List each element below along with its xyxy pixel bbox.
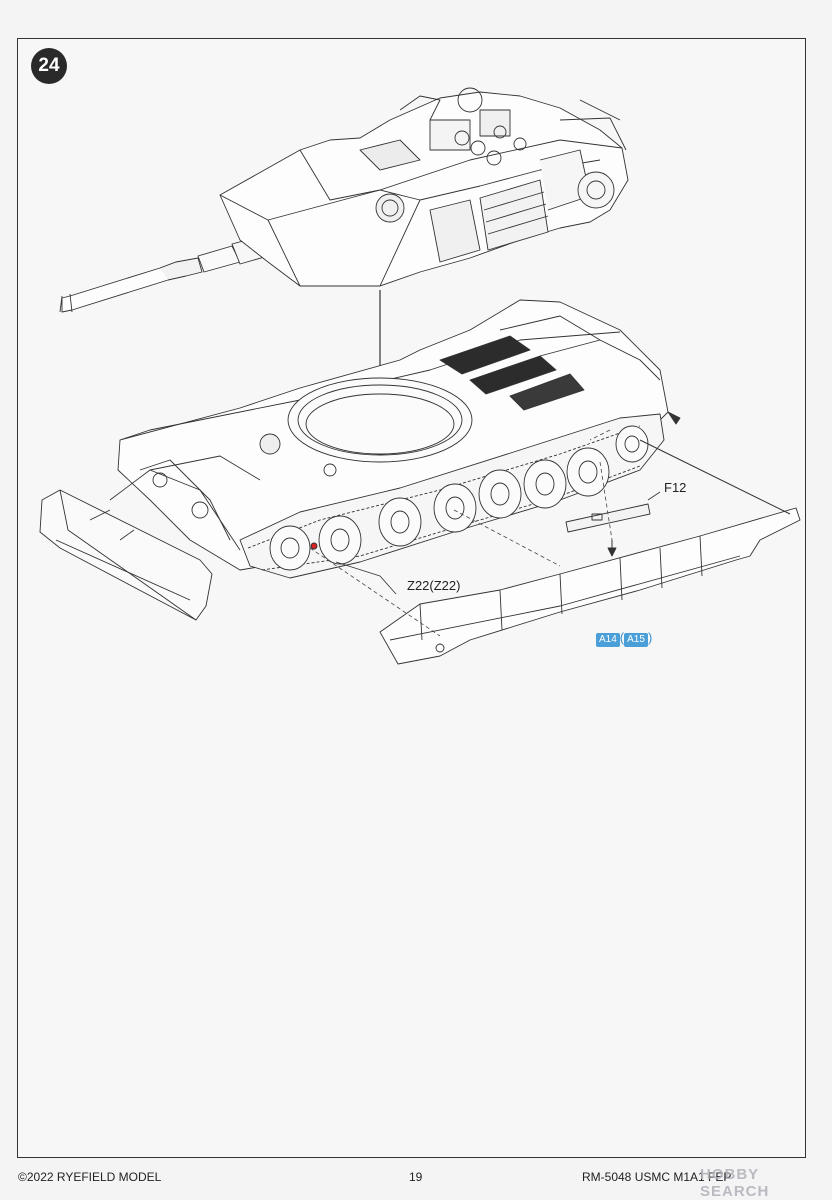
- hull-drawing: [117, 299, 669, 571]
- step-number-badge: 24: [31, 48, 67, 84]
- footer-copyright: ©2022 RYEFIELD MODEL: [18, 1170, 162, 1184]
- part-tag-a15: A15: [624, 633, 648, 647]
- side-skirt-drawing: [379, 503, 801, 665]
- paren-close: ): [647, 630, 653, 645]
- part-label-f12: F12: [664, 480, 687, 495]
- mine-plow-drawing: [39, 459, 241, 621]
- track-drawing: [239, 413, 665, 579]
- turret-drawing: [59, 87, 629, 313]
- watermark: HOBBY SEARCH: [700, 1166, 770, 1200]
- footer-page-number: 19: [409, 1170, 423, 1184]
- part-label-z22: Z22(Z22): [407, 578, 461, 593]
- part-label-a14-a15: A14(A15): [596, 630, 652, 647]
- paren-open: (: [619, 630, 625, 645]
- part-tag-a14: A14: [596, 633, 620, 647]
- footer-kit-code: RM-5048 USMC M1A1 FEP: [582, 1170, 732, 1184]
